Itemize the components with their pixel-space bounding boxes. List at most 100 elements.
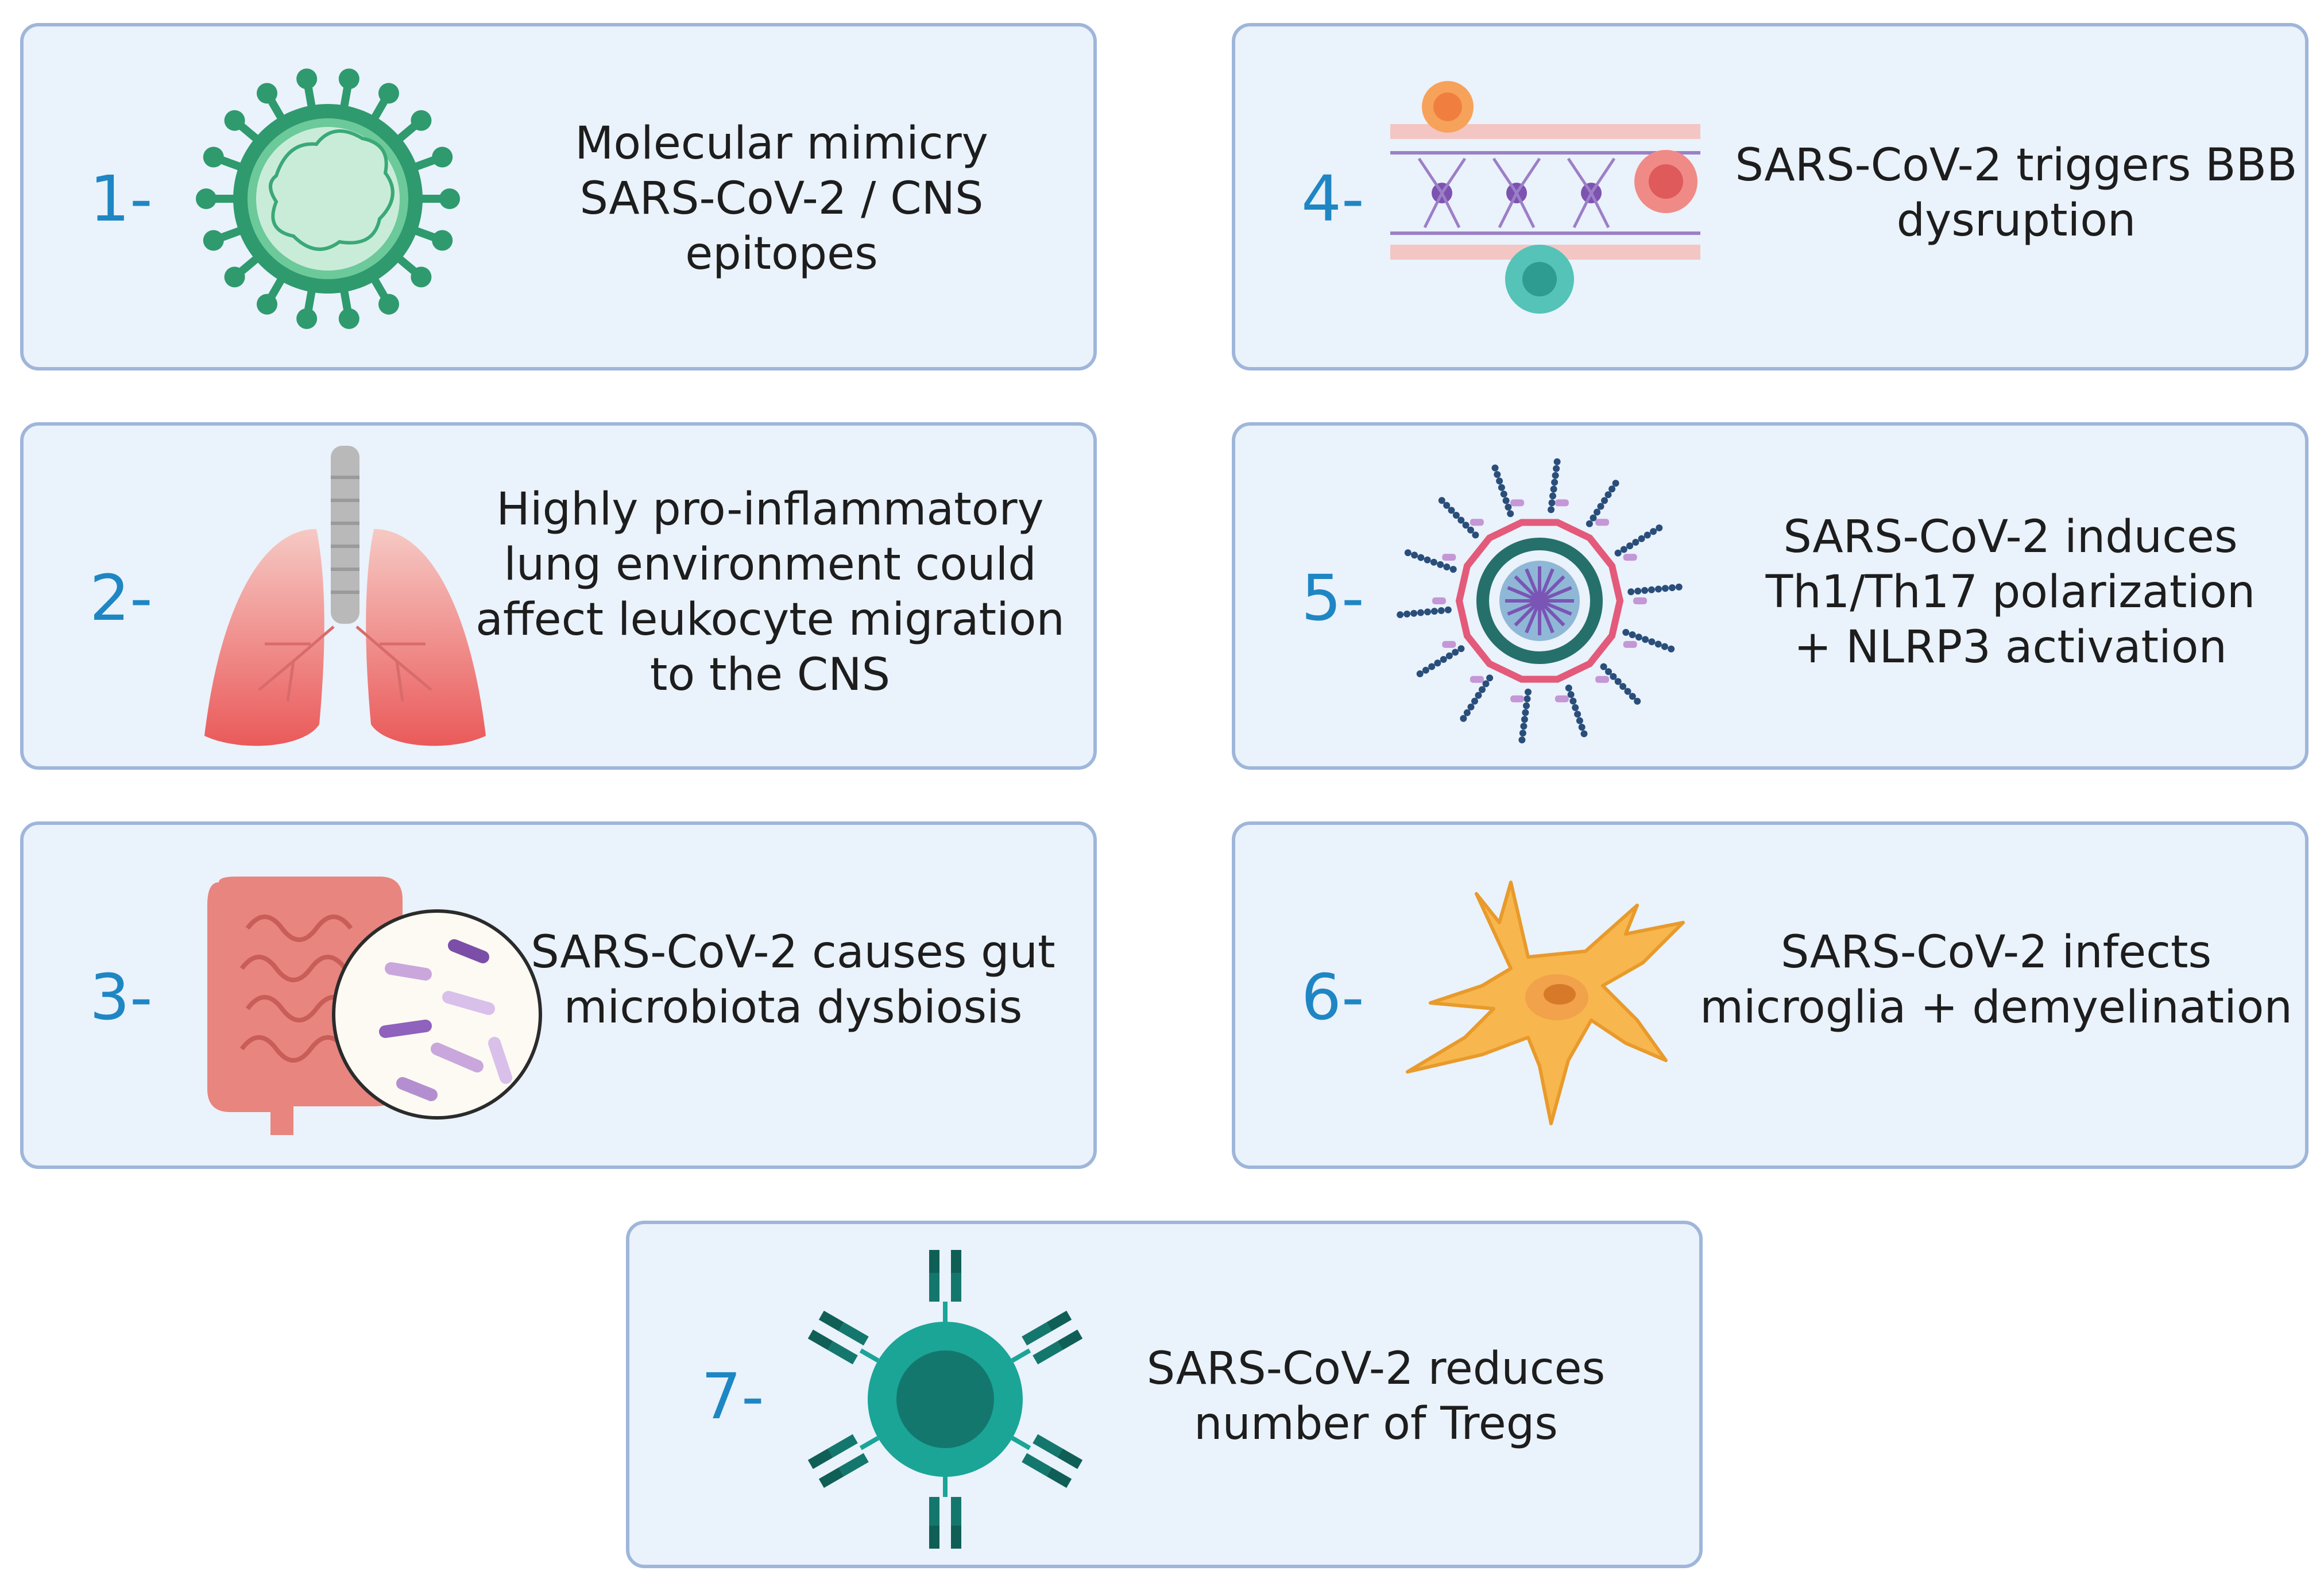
inflammasome-spoke bbox=[1538, 568, 1555, 602]
inflammasome-domain bbox=[1442, 554, 1456, 561]
inflammasome-bead bbox=[1550, 485, 1557, 493]
inflammasome-domain bbox=[1470, 519, 1484, 526]
panel-number: 3- bbox=[90, 960, 153, 1034]
inflammasome-bead bbox=[1502, 497, 1510, 504]
text-line: SARS-CoV-2 / CNS bbox=[579, 173, 984, 225]
inflammasome-bead bbox=[1440, 656, 1447, 663]
inflammasome-bead bbox=[1462, 522, 1470, 529]
inflammasome-spoke bbox=[1538, 586, 1572, 603]
inflammasome-bead bbox=[1668, 584, 1676, 592]
inflammasome-bead bbox=[1629, 631, 1636, 638]
inflammasome-bead bbox=[1548, 499, 1556, 507]
inflammasome-bead bbox=[1549, 492, 1556, 500]
treg-receptor bbox=[929, 1250, 961, 1322]
receptor-tip bbox=[807, 1329, 833, 1350]
receptor-arm bbox=[827, 1434, 858, 1458]
inflammasome-spoke bbox=[1538, 599, 1565, 627]
inflammasome-spoke bbox=[1507, 586, 1541, 603]
coronavirus-icon bbox=[196, 68, 460, 329]
inflammasome-bead bbox=[1578, 724, 1586, 731]
text-line: SARS-CoV-2 triggers BBB bbox=[1735, 140, 2298, 191]
virus-spike-head bbox=[439, 188, 460, 209]
receptor-arm bbox=[838, 1322, 869, 1346]
inflammasome-bead bbox=[1475, 692, 1482, 699]
virus-spike-head bbox=[378, 294, 399, 315]
inflammasome-bead bbox=[1434, 659, 1441, 667]
inflammasome-bead bbox=[1460, 715, 1467, 722]
panel-text: Molecular mimicry SARS-CoV-2 / CNS epito… bbox=[494, 113, 1069, 285]
text-line: number of Tregs bbox=[1194, 1398, 1558, 1450]
panel-text: SARS-CoV-2 reduces number of Tregs bbox=[1089, 1333, 1663, 1460]
receptor-stem bbox=[1011, 1348, 1031, 1363]
inflammasome-bead bbox=[1614, 678, 1622, 685]
receptor-tip bbox=[1046, 1310, 1072, 1332]
receptor-stem bbox=[859, 1348, 880, 1363]
text-line: SARS-CoV-2 infects bbox=[1780, 927, 2212, 978]
inflammasome-domain bbox=[1510, 499, 1525, 507]
inflammasome-bead bbox=[1417, 609, 1424, 616]
inflammasome-bead bbox=[1608, 485, 1616, 493]
panel-number: 1- bbox=[90, 162, 153, 236]
receptor-arm bbox=[929, 1273, 939, 1302]
inflammasome-bead bbox=[1638, 535, 1645, 542]
text-line: + NLRP3 activation bbox=[1794, 622, 2227, 673]
text-line: lung environment could bbox=[504, 539, 1037, 591]
text-line: microglia + demyelination bbox=[1700, 982, 2292, 1033]
receptor-arm bbox=[838, 1453, 869, 1477]
text-line: microbiota dysbiosis bbox=[563, 982, 1023, 1033]
inflammasome-bead bbox=[1629, 693, 1636, 700]
inflammasome-bead bbox=[1551, 478, 1559, 486]
inflammasome-bead bbox=[1586, 520, 1593, 527]
inflammasome-bead bbox=[1675, 583, 1683, 591]
text-line: Molecular mimicry bbox=[575, 118, 988, 169]
text-line: to the CNS bbox=[649, 649, 891, 701]
inflammasome-bead bbox=[1627, 588, 1635, 596]
receptor-arm bbox=[1033, 1341, 1063, 1365]
receptor-arm bbox=[1022, 1453, 1052, 1477]
inflammasome-bead bbox=[1605, 668, 1612, 676]
text-line: affect leukocyte migration bbox=[475, 594, 1065, 646]
inflammasome-bead bbox=[1486, 674, 1494, 682]
panel-number: 2- bbox=[90, 561, 153, 635]
inflammasome-bead bbox=[1494, 471, 1501, 478]
panel-1: 1- Molecular mimicry SARS-CoV-2 / CNS ep… bbox=[20, 23, 1097, 371]
inflammasome-domain bbox=[1633, 597, 1647, 604]
inflammasome-bead bbox=[1523, 702, 1530, 709]
inflammasome-bead bbox=[1642, 636, 1649, 643]
inflammasome-bead bbox=[1417, 554, 1425, 561]
panel-text: SARS-CoV-2 causes gut microbiota dysbios… bbox=[506, 917, 1080, 1043]
panel-3: 3- SARS-CoV-2 causes gut microbiota dysb… bbox=[20, 821, 1097, 1169]
panel-text: SARS-CoV-2 infects microglia + demyelina… bbox=[1695, 917, 2298, 1043]
receptor-tip bbox=[951, 1250, 961, 1273]
inflammasome-bead bbox=[1604, 491, 1612, 499]
panel-number: 6- bbox=[1301, 960, 1364, 1034]
inflammasome-bead bbox=[1668, 645, 1675, 653]
inflammasome-bead bbox=[1610, 673, 1617, 680]
text-line: Highly pro-inflammatory bbox=[496, 484, 1044, 535]
inflammasome-bead bbox=[1572, 704, 1579, 711]
panel-7: 7- SARS-CoV-2 reduces number of Tregs bbox=[626, 1221, 1703, 1568]
inflammasome-bead bbox=[1641, 586, 1649, 594]
virus-spike-head bbox=[432, 230, 453, 251]
treg-receptor bbox=[807, 1310, 880, 1365]
inflammasome-domain bbox=[1442, 640, 1456, 648]
inflammasome-bead bbox=[1553, 458, 1561, 465]
inflammasome-bead bbox=[1600, 663, 1607, 670]
receptor-arm bbox=[951, 1497, 961, 1526]
receptor-tip bbox=[951, 1526, 961, 1549]
inflammasome-bead bbox=[1661, 643, 1668, 650]
treg-receptor bbox=[1011, 1434, 1083, 1488]
inflammasome-bead bbox=[1430, 558, 1437, 566]
inflammasome-bead bbox=[1634, 697, 1641, 705]
inflammasome-bead bbox=[1520, 723, 1528, 730]
inflammasome-bead bbox=[1619, 683, 1627, 690]
text-line: SARS-CoV-2 causes gut bbox=[531, 927, 1055, 978]
inflammasome-bead bbox=[1428, 663, 1436, 670]
inflammasome-bead bbox=[1496, 477, 1503, 485]
virus-spike-head bbox=[338, 308, 359, 329]
receptor-tip bbox=[818, 1310, 844, 1332]
inflammasome-bead bbox=[1463, 709, 1471, 716]
inflammasome-bead bbox=[1590, 514, 1597, 522]
treg-cell-icon bbox=[807, 1250, 1083, 1549]
inflammasome-domain bbox=[1595, 519, 1610, 526]
